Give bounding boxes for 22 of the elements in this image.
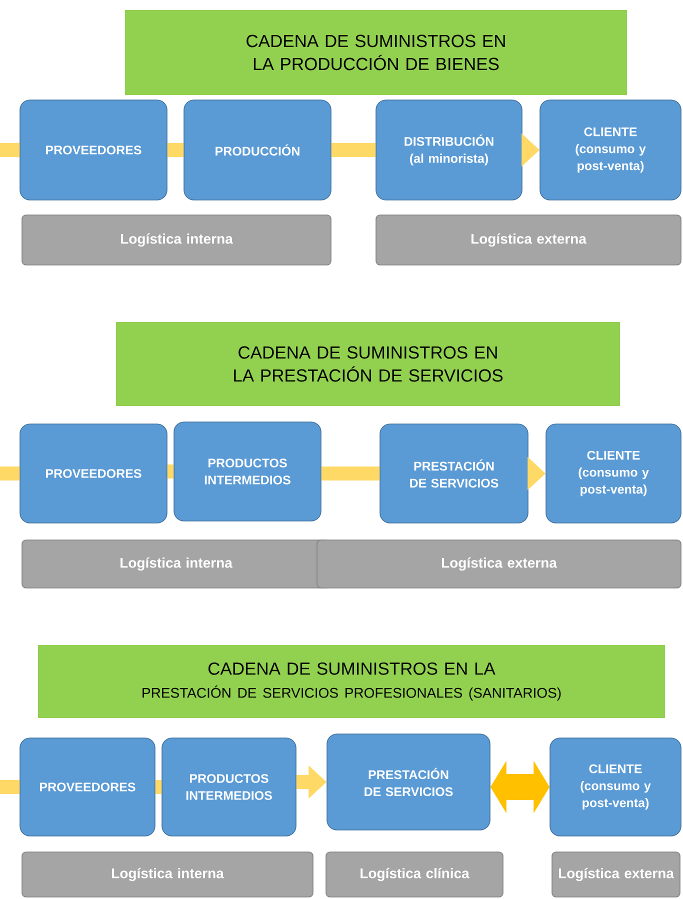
title-banner: CADENA DE SUMINISTROS EN LA PRODUCCIÓN DE BIENES <box>125 10 627 95</box>
process-box: PRODUCTOS INTERMEDIOS <box>174 422 322 522</box>
logistics-bar: Logística clínica <box>326 852 504 898</box>
process-box: CLIENTE (consumo y post-venta) <box>550 738 682 836</box>
process-box: PROVEEDORES <box>20 738 156 836</box>
process-box: PROVEEDORES <box>20 100 168 200</box>
process-box: PRODUCCIÓN <box>184 100 332 200</box>
logistics-bar: Logística externa <box>316 540 682 588</box>
process-box: PRESTACIÓN DE SERVICIOS <box>326 734 490 830</box>
process-box: CLIENTE (consumo y post-venta) <box>546 424 682 524</box>
title-banner: CADENA DE SUMINISTROS EN LA PRESTACIÓN DE SERVICIOS PROFESIONALES (SANITARIOS) <box>38 645 665 718</box>
logistics-bar: Logística interna <box>22 540 330 588</box>
process-box: PRODUCTOS INTERMEDIOS <box>162 738 296 836</box>
logistics-bar: Logística externa <box>552 852 680 898</box>
logistics-bar: Logística externa <box>376 214 682 266</box>
title-banner: CADENA DE SUMINISTROS EN LA PRESTACIÓN DE SERVICIOS <box>116 322 620 406</box>
logistics-bar: Logística interna <box>22 214 332 266</box>
logistics-bar: Logística interna <box>22 852 314 898</box>
process-box: PRESTACIÓN DE SERVICIOS <box>380 424 528 524</box>
process-box: PROVEEDORES <box>20 424 168 524</box>
process-box: CLIENTE (consumo y post-venta) <box>540 100 682 200</box>
process-box: DISTRIBUCIÓN (al minorista) <box>376 100 522 200</box>
